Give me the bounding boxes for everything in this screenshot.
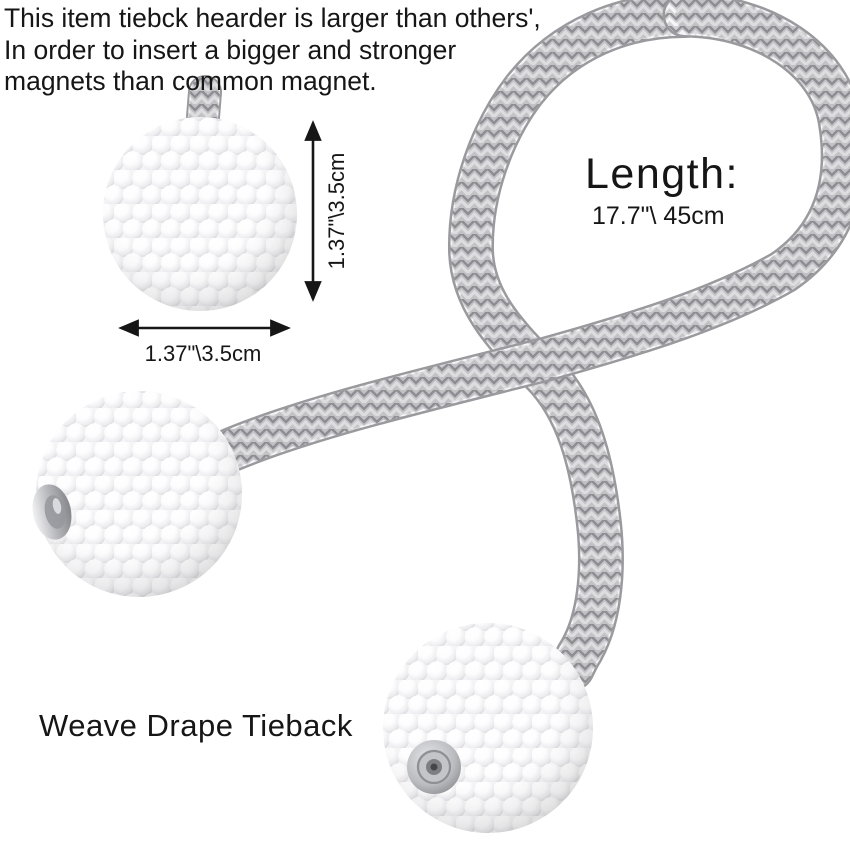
top-note-line-3: magnets than common magnet. xyxy=(4,66,377,96)
horizontal-dimension-label: 1.37"\3.5cm xyxy=(144,341,262,366)
bottom-pearl-ball xyxy=(383,623,593,833)
magnet-side-cap xyxy=(32,484,72,540)
vertical-dimension-label: 1.37"\3.5cm xyxy=(324,152,349,270)
zoomed-pearl-ball xyxy=(103,117,297,311)
top-note: This item tiebck hearder is larger than … xyxy=(4,3,541,98)
left-pearl-ball xyxy=(32,391,242,597)
top-note-line-2: In order to insert a bigger and stronger xyxy=(4,34,457,65)
magnet-button xyxy=(407,740,461,794)
product-name: Weave Drape Tieback xyxy=(39,708,353,743)
length-value: 17.7"\ 45cm xyxy=(592,202,725,230)
top-note-line-1: This item tiebck hearder is larger than … xyxy=(4,3,541,33)
length-title: Length: xyxy=(585,150,739,198)
